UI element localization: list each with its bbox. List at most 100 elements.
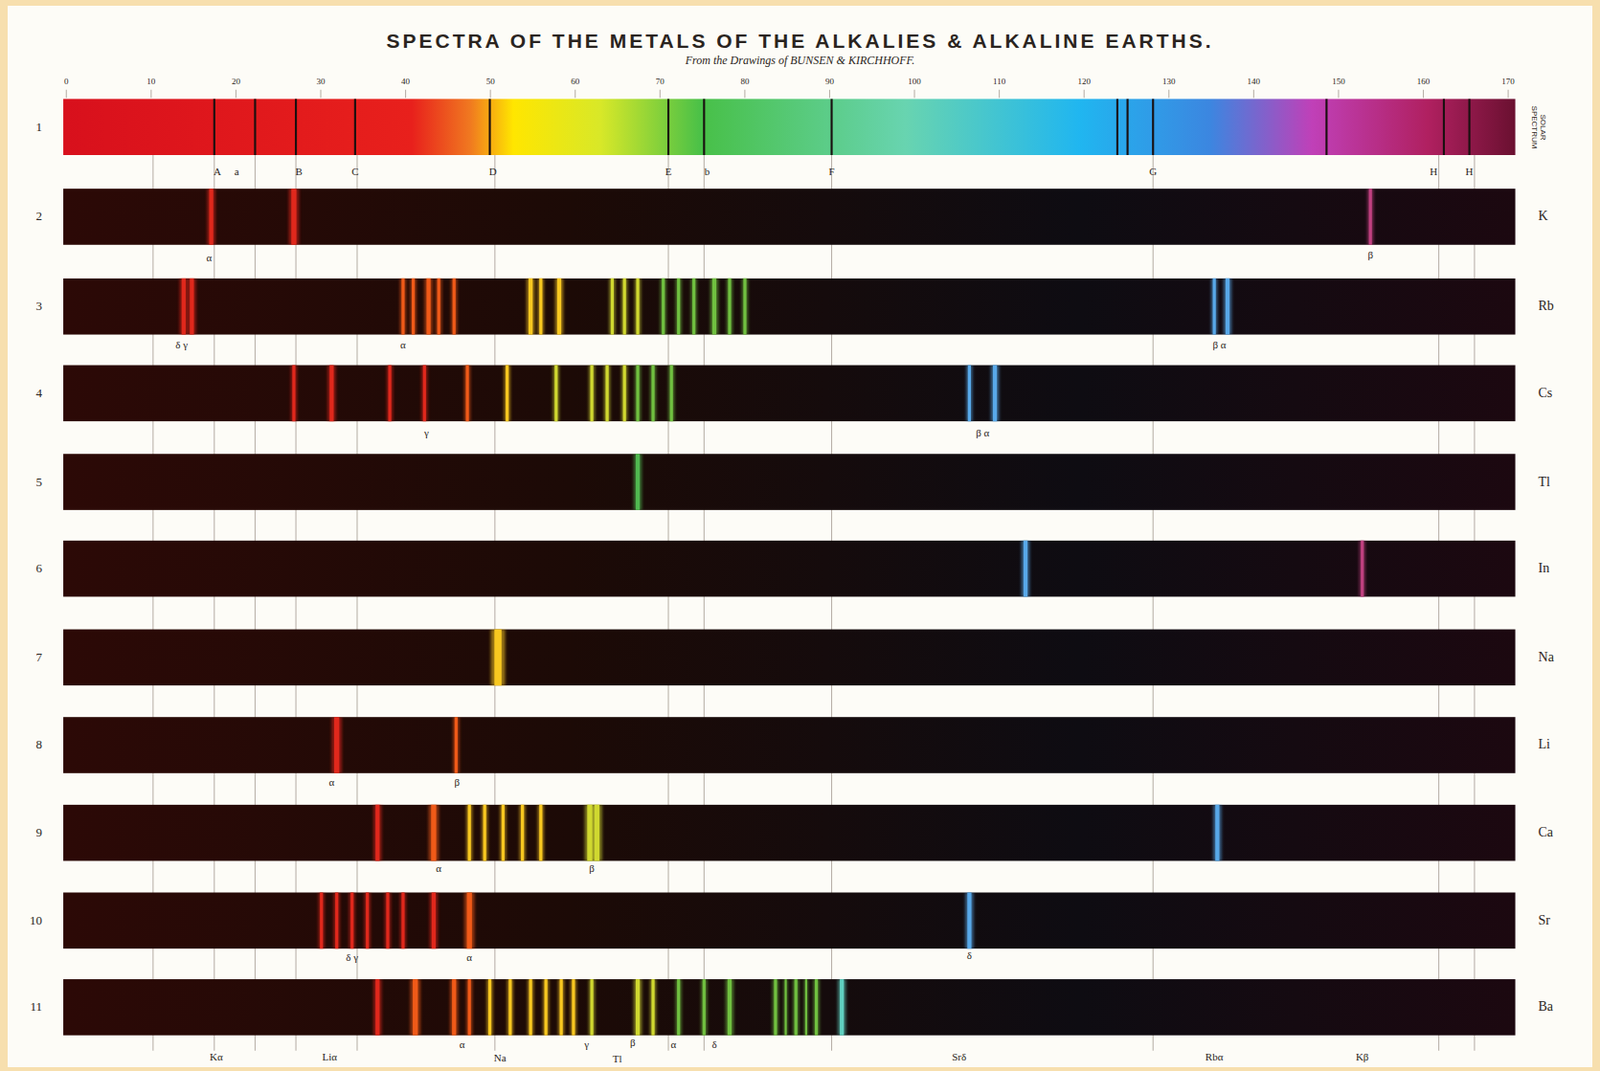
emission-line <box>590 365 594 423</box>
emission-line <box>539 278 542 336</box>
emission-line <box>1360 540 1364 598</box>
emission-glow <box>668 365 675 423</box>
emission-glow <box>538 278 544 336</box>
fraunhofer-letter: H <box>1429 165 1438 178</box>
emission-line <box>676 278 680 336</box>
emission-line <box>594 805 600 862</box>
emission-glow <box>499 805 506 862</box>
line-label: β α <box>1212 338 1226 351</box>
emission-glow <box>812 979 819 1037</box>
fraunhofer-line <box>830 98 833 156</box>
emission-line <box>1213 278 1217 336</box>
fraunhofer-letter: H <box>1465 165 1474 178</box>
emission-line <box>454 717 458 774</box>
scale-tick <box>1337 90 1339 99</box>
spectrum-band <box>63 630 1515 687</box>
emission-glow <box>837 979 847 1037</box>
element-symbol: Cs <box>1538 385 1554 402</box>
emission-line <box>350 893 354 950</box>
spectrum-band: 4Cs <box>63 365 1515 423</box>
line-label: Na <box>494 1052 507 1064</box>
emission-line <box>557 278 562 336</box>
emission-glow <box>965 893 974 950</box>
scale-number: 40 <box>401 76 410 87</box>
emission-glow <box>792 979 799 1037</box>
emission-glow <box>558 979 564 1037</box>
emission-glow <box>187 278 197 336</box>
emission-line <box>452 278 456 336</box>
scale-tick <box>574 90 576 99</box>
emission-line <box>544 979 548 1037</box>
emission-line <box>661 278 665 336</box>
plate-title: SPECTRA OF THE METALS OF THE ALKALIES & … <box>385 29 1214 53</box>
row-number: 2 <box>36 208 44 225</box>
emission-glow <box>450 979 459 1037</box>
scale-number: 10 <box>146 76 156 87</box>
spectrum-band: 3Rb <box>63 278 1515 336</box>
line-label: α <box>435 862 442 875</box>
emission-line <box>385 893 389 950</box>
line-label: Srδ <box>951 1051 967 1063</box>
spectrum-band <box>63 365 1515 423</box>
emission-line <box>488 979 492 1037</box>
emission-line <box>651 365 654 423</box>
emission-glow <box>450 278 457 336</box>
emission-line <box>805 979 808 1037</box>
emission-line <box>528 278 533 336</box>
spectrum-band: 11Ba <box>63 979 1515 1037</box>
fraunhofer-letter: C <box>351 165 359 178</box>
emission-line <box>773 979 777 1037</box>
scale-number: 160 <box>1417 76 1431 87</box>
emission-line <box>520 805 524 862</box>
scale-tick <box>914 90 916 99</box>
spectrum-band: 9Ca <box>63 805 1515 862</box>
emission-glow <box>429 893 439 950</box>
row-number: 11 <box>30 999 44 1015</box>
emission-glow <box>588 979 595 1037</box>
fraunhofer-line <box>1442 98 1445 156</box>
spectrum-band: 6In <box>63 540 1515 598</box>
row-number: 7 <box>36 650 44 666</box>
scale-tick <box>1508 90 1510 99</box>
emission-line <box>465 365 469 423</box>
emission-glow <box>464 893 475 950</box>
emission-line <box>467 893 473 950</box>
scale-tick <box>998 90 1000 99</box>
emission-glow <box>409 979 421 1037</box>
scale-tick <box>405 90 406 99</box>
line-label: Kα <box>209 1051 224 1063</box>
scale-number: 140 <box>1247 76 1262 87</box>
emission-glow <box>466 805 473 862</box>
scale-number: 120 <box>1077 76 1091 87</box>
scale-number: 20 <box>231 76 241 87</box>
line-label: β <box>454 776 461 789</box>
emission-line <box>335 893 339 950</box>
fraunhofer-line <box>1468 98 1471 156</box>
emission-glow <box>588 365 595 423</box>
emission-line <box>814 979 818 1037</box>
element-symbol: Ca <box>1538 825 1555 841</box>
element-symbol: K <box>1538 208 1549 225</box>
scale-tick <box>490 90 492 99</box>
emission-glow <box>518 805 525 862</box>
scale-number: 130 <box>1162 76 1176 87</box>
fraunhofer-line <box>354 98 357 156</box>
emission-glow <box>804 979 809 1037</box>
emission-line <box>387 365 391 423</box>
emission-line <box>1369 188 1373 246</box>
row-number: 9 <box>36 825 44 841</box>
row-number: 3 <box>36 298 44 315</box>
emission-line <box>189 278 194 336</box>
emission-line <box>676 979 680 1037</box>
line-label: α <box>670 1038 677 1051</box>
emission-line <box>411 278 415 336</box>
fraunhofer-letter: D <box>489 165 497 178</box>
emission-glow <box>409 278 416 336</box>
emission-glow <box>331 717 342 774</box>
element-symbol: Na <box>1538 650 1555 666</box>
fraunhofer-letter: B <box>295 165 303 178</box>
emission-line <box>727 979 732 1037</box>
scale-number: 50 <box>486 76 496 87</box>
emission-line <box>1225 278 1230 336</box>
